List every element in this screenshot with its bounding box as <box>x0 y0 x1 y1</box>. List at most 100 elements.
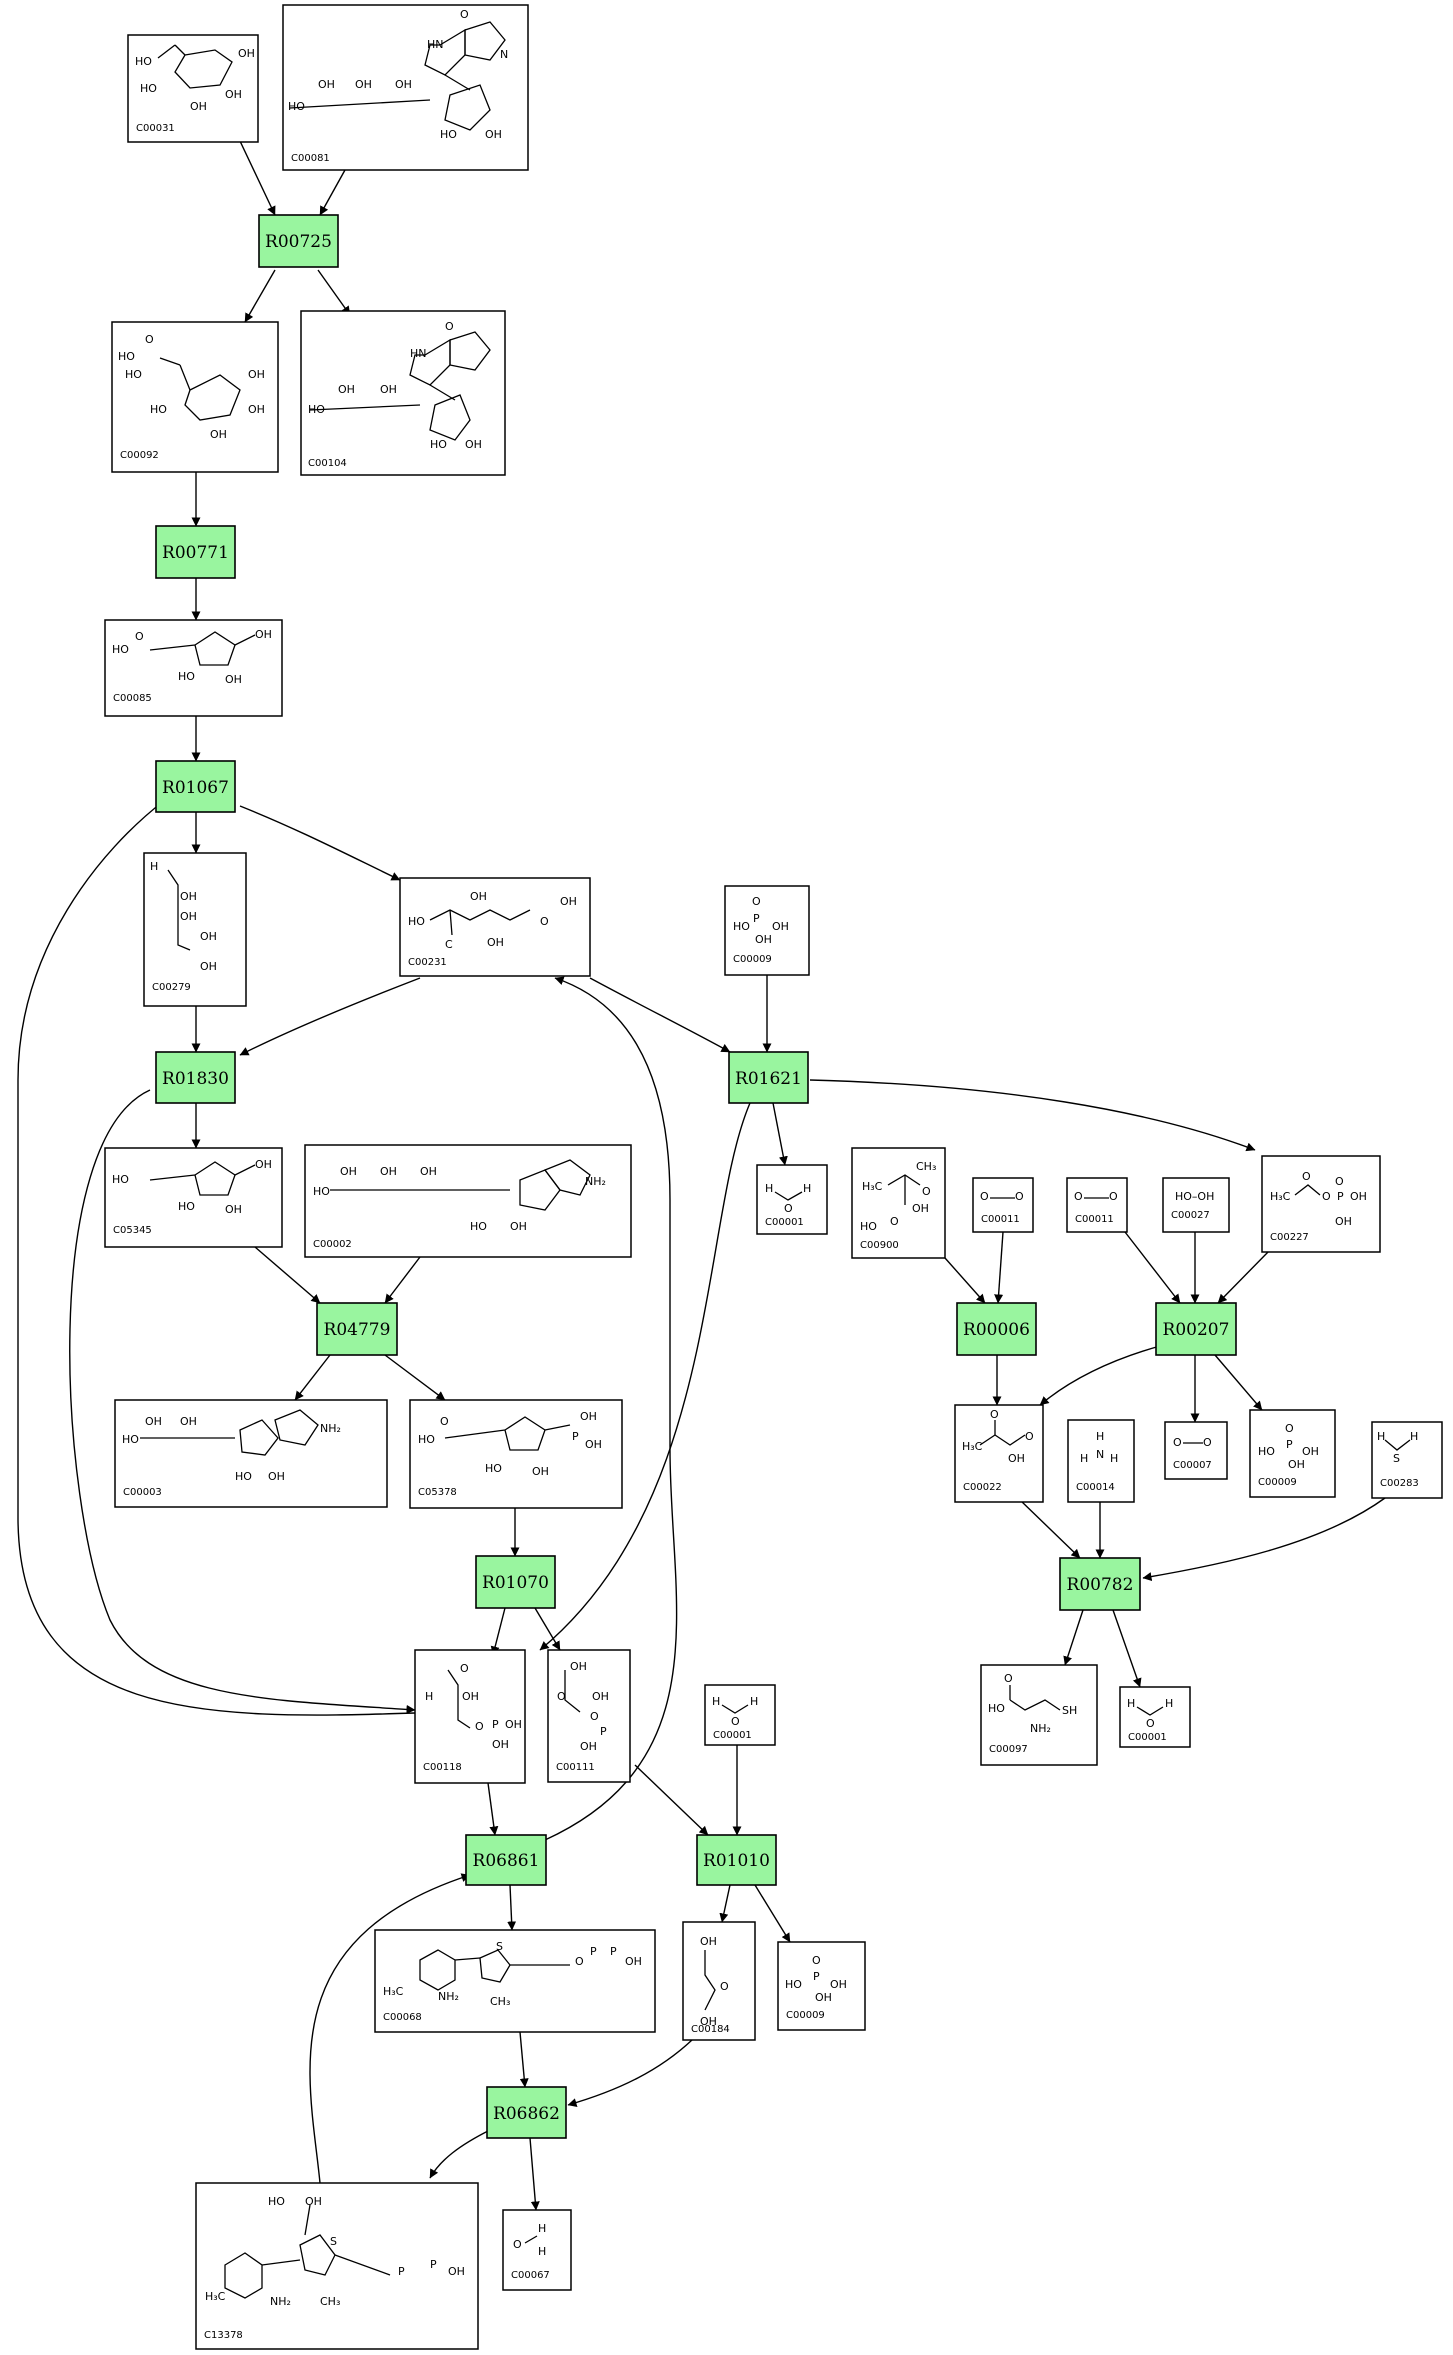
reaction-r00207[interactable]: R00207 <box>1155 1302 1237 1356</box>
reaction-r01010[interactable]: R01010 <box>696 1834 777 1886</box>
svg-text:O: O <box>890 1215 899 1228</box>
svg-text:P: P <box>1337 1190 1344 1203</box>
compound-c00279[interactable]: H OH OH OH OH C00279 <box>143 852 247 1007</box>
compound-c00184[interactable]: OH O OH C00184 <box>682 1921 756 2041</box>
reaction-label: R00006 <box>963 1320 1030 1340</box>
compound-c00104[interactable]: O HN OH OH HO HO OH C00104 <box>300 310 506 476</box>
dihydroxyacetone-structure: OH O OH <box>700 1935 729 2028</box>
water-structure: H O H <box>765 1182 811 1215</box>
compound-c00227[interactable]: O H₃C O P OH O OH C00227 <box>1261 1155 1381 1253</box>
edge-r00782-c00001c <box>1112 1609 1142 1688</box>
glucose-structure: HO OH HO OH OH <box>135 44 255 113</box>
compound-c00009c[interactable]: O P HO OH OH C00009 <box>777 1941 866 2031</box>
svg-text:H: H <box>765 1182 773 1195</box>
svg-text:N: N <box>1096 1448 1104 1461</box>
compound-c00003[interactable]: OH OH HO NH₂ HO OH C00003 <box>114 1399 388 1508</box>
reaction-r06862[interactable]: R06862 <box>486 2086 567 2139</box>
compound-c00009b[interactable]: O P HO OH OH C00009 <box>1249 1409 1336 1498</box>
edge-r01067-c00231 <box>239 805 401 881</box>
reaction-r01621[interactable]: R01621 <box>728 1051 809 1104</box>
reaction-r00782[interactable]: R00782 <box>1059 1557 1141 1611</box>
co2-structure: O O <box>1074 1190 1118 1203</box>
compound-label: C00104 <box>308 458 347 469</box>
itp-structure: O HN N OH OH OH HO HO OH <box>288 8 508 141</box>
compound-c00001a[interactable]: H O H C00001 <box>756 1164 828 1235</box>
compound-label: C00068 <box>383 2012 422 2023</box>
compound-c00027[interactable]: HO–OH C00027 <box>1162 1177 1230 1233</box>
compound-c00068[interactable]: S H₃C NH₂ CH₃ O P P OH C00068 <box>374 1929 656 2033</box>
reaction-r01830[interactable]: R01830 <box>155 1051 236 1104</box>
svg-text:OH: OH <box>505 1718 522 1731</box>
compound-c00231[interactable]: HO OH C OH O OH C00231 <box>399 877 591 977</box>
reaction-r01070[interactable]: R01070 <box>475 1555 556 1609</box>
compound-label: C00900 <box>860 1240 899 1251</box>
co2-structure: O O <box>980 1190 1024 1203</box>
reaction-r01067[interactable]: R01067 <box>155 760 236 813</box>
svg-text:HO: HO <box>430 438 447 451</box>
e4p-structure: H OH OH OH OH <box>150 860 217 973</box>
compound-c00002[interactable]: OH OH OH HO NH₂ HO OH C00002 <box>304 1144 632 1258</box>
reaction-r04779[interactable]: R04779 <box>316 1302 398 1356</box>
svg-text:P: P <box>572 1430 579 1443</box>
svg-text:H: H <box>1110 1452 1118 1465</box>
compound-c05345[interactable]: HO OH HO OH C05345 <box>104 1147 283 1248</box>
compound-c00097[interactable]: O HO SH NH₂ C00097 <box>980 1664 1098 1766</box>
compound-c00092[interactable]: O HO HO OH HO OH OH C00092 <box>111 321 279 473</box>
svg-text:H: H <box>1410 1430 1418 1443</box>
acetylphosphate-structure: O H₃C O P OH O OH <box>1270 1170 1367 1228</box>
svg-text:HO: HO <box>178 1200 195 1213</box>
edge-r06861-c00231 <box>544 976 678 1841</box>
compound-c00001b[interactable]: H O H C00001 <box>704 1684 776 1746</box>
svg-text:O: O <box>145 333 154 346</box>
svg-text:HO: HO <box>485 1462 502 1475</box>
svg-text:OH: OH <box>532 1465 549 1478</box>
edge-c00184-r06862 <box>567 2039 693 2107</box>
compound-c00001c[interactable]: H O H C00001 <box>1119 1686 1191 1748</box>
compound-c00009a[interactable]: O P HO OH OH C00009 <box>724 885 810 976</box>
reaction-label: R00771 <box>162 543 229 563</box>
svg-text:O: O <box>1074 1190 1083 1203</box>
svg-text:HO: HO <box>860 1220 877 1233</box>
svg-text:O: O <box>1004 1672 1013 1685</box>
svg-text:S: S <box>1393 1452 1400 1465</box>
svg-text:OH: OH <box>225 673 242 686</box>
svg-text:P: P <box>398 2265 405 2278</box>
svg-text:O: O <box>990 1408 999 1421</box>
compound-c00118[interactable]: O H OH O P OH OH C00118 <box>414 1649 526 1784</box>
svg-text:O: O <box>752 895 761 908</box>
reaction-r06861[interactable]: R06861 <box>465 1834 547 1886</box>
edge-r04779-c00003 <box>294 1354 331 1401</box>
svg-text:OH: OH <box>592 1690 609 1703</box>
compound-c00111[interactable]: OH O O OH P OH C00111 <box>547 1649 631 1783</box>
compound-c00011b[interactable]: O O C00011 <box>1066 1177 1128 1233</box>
edge-c00231-r01830 <box>239 977 421 1056</box>
compound-c00900[interactable]: CH₃ H₃C O OH HO O C00900 <box>851 1147 946 1259</box>
compound-c13378[interactable]: HO OH S H₃C NH₂ CH₃ P P OH C13378 <box>195 2182 479 2350</box>
reaction-r00771[interactable]: R00771 <box>155 525 236 579</box>
compound-c00022[interactable]: O H₃C O OH C00022 <box>954 1404 1044 1503</box>
svg-text:OH: OH <box>462 1690 479 1703</box>
svg-text:H: H <box>1080 1452 1088 1465</box>
svg-text:OH: OH <box>255 1158 272 1171</box>
compound-c00085[interactable]: HO O OH HO OH C00085 <box>104 619 283 717</box>
edge-r01621-c00118 <box>539 1102 751 1651</box>
svg-text:H: H <box>150 860 158 873</box>
compound-c05378[interactable]: HO O OH P OH HO OH C05378 <box>409 1399 623 1509</box>
svg-text:O: O <box>720 1980 729 1993</box>
compound-label: C00007 <box>1173 1460 1212 1471</box>
edge-c00227-r00207 <box>1217 1249 1271 1304</box>
reaction-r00006[interactable]: R00006 <box>956 1302 1037 1356</box>
compound-c00031[interactable]: HO OH HO OH OH C00031 <box>127 34 259 143</box>
compound-c00014[interactable]: H N H H C00014 <box>1067 1419 1135 1503</box>
compound-c00067[interactable]: O H H C00067 <box>502 2209 572 2291</box>
compound-c00283[interactable]: H S H C00283 <box>1371 1421 1443 1499</box>
reaction-r00725[interactable]: R00725 <box>258 214 339 268</box>
svg-text:OH: OH <box>815 1991 832 2004</box>
svg-text:OH: OH <box>380 383 397 396</box>
svg-text:OH: OH <box>180 890 197 903</box>
compound-c00081[interactable]: O HN N OH OH OH HO HO OH C00081 <box>282 4 529 171</box>
compound-c00011a[interactable]: O O C00011 <box>972 1177 1034 1233</box>
compound-c00007[interactable]: O O C00007 <box>1164 1421 1228 1480</box>
svg-text:O: O <box>1025 1430 1034 1443</box>
svg-text:HO: HO <box>140 82 157 95</box>
